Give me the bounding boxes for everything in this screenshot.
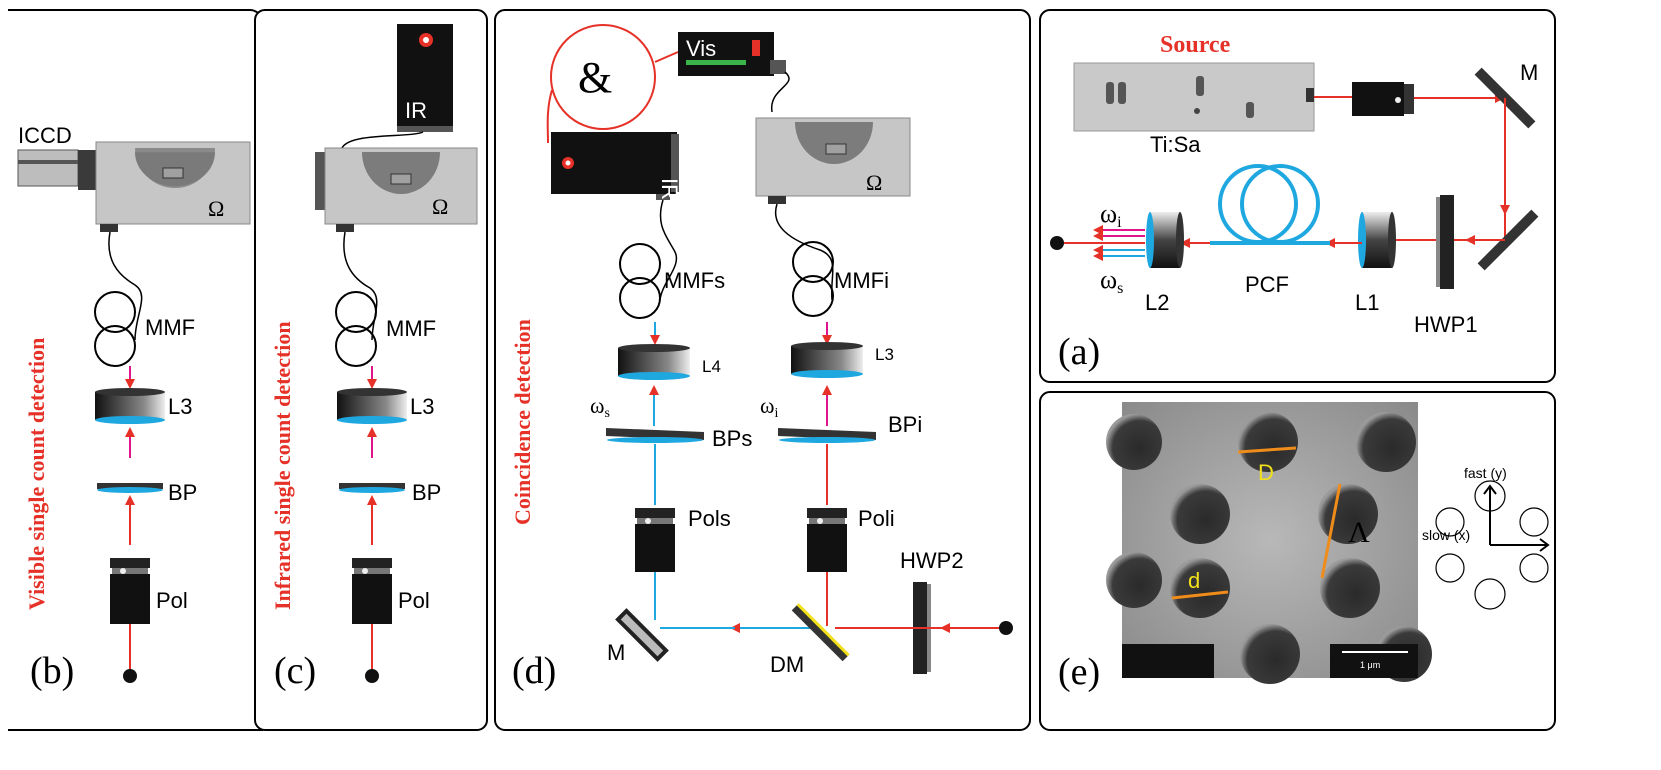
dichroic-mirror <box>791 603 850 662</box>
panel-e: D d Λ 1 μm fast (y) slow (x) (e) <box>1039 391 1556 731</box>
omega-label: Ω <box>432 194 448 219</box>
lens4-label: L4 <box>702 357 721 376</box>
mmfs-coil <box>619 243 661 319</box>
spectrometer <box>95 141 251 232</box>
pol-label: Pol <box>398 588 430 613</box>
panel-tag: (b) <box>30 650 74 692</box>
vis-counter <box>678 32 786 76</box>
ir-detector <box>397 24 453 132</box>
lens-l1 <box>1358 212 1396 268</box>
coincidence-circle <box>550 24 656 130</box>
ir-wire <box>341 131 424 149</box>
mirror-label: M <box>1520 60 1538 85</box>
panel-tag: (a) <box>1058 331 1100 373</box>
panel-d: & Vis IR Ω MMFs <box>494 9 1031 731</box>
panel-a: Source Ti:Sa M <box>1039 9 1556 383</box>
panel-tag: (e) <box>1058 651 1100 693</box>
hwp1-label: HWP1 <box>1414 312 1478 337</box>
polarizer <box>352 558 392 624</box>
label-lambda: Λ <box>1348 516 1370 549</box>
axes-schematic <box>1435 480 1550 610</box>
lens-l3 <box>95 388 165 424</box>
omega-s-label: ωs <box>1100 265 1123 297</box>
source-dot <box>365 669 379 683</box>
bpi-label: BPi <box>888 412 922 437</box>
ir-label: IR <box>405 98 427 123</box>
laser-label: Ti:Sa <box>1150 132 1201 157</box>
lens2-label: L2 <box>1145 290 1169 315</box>
lens-l2 <box>1146 212 1184 268</box>
fiber-label: MMF <box>386 316 436 341</box>
panel-b: ICCD Ω MMF L3 BP <box>8 9 263 731</box>
filter-label: BP <box>168 480 197 505</box>
fiber-label: MMF <box>145 315 195 340</box>
bpi-filter <box>778 428 876 443</box>
omega-label: Ω <box>866 170 882 195</box>
side-label: Visible single count detection <box>24 338 49 610</box>
omega-label: Ω <box>208 196 224 221</box>
polarizer <box>110 558 150 624</box>
dm-label: DM <box>770 652 804 677</box>
label-d: d <box>1188 568 1200 593</box>
panel-tag: (c) <box>274 650 316 692</box>
poli-label: Poli <box>858 506 895 531</box>
lens3-label: L3 <box>875 345 894 364</box>
mirror-label: M <box>607 640 625 665</box>
scale-label: 1 μm <box>1360 660 1380 670</box>
and-symbol: & <box>578 53 612 102</box>
source-title: Source <box>1160 32 1231 58</box>
panel-c: IR Ω MMF L3 BP <box>254 9 488 731</box>
slow-axis-label: slow (x) <box>1422 527 1470 543</box>
poli-polarizer <box>807 508 847 572</box>
ir-label: IR <box>657 178 682 200</box>
source-dot <box>999 621 1013 635</box>
vis-label: Vis <box>686 36 716 61</box>
mmf-coil <box>94 291 136 367</box>
mmfi-coil <box>792 241 834 317</box>
beam-dump <box>1050 236 1064 250</box>
pol-label: Pol <box>156 588 188 613</box>
hwp1 <box>1436 195 1454 289</box>
pcf-fiber <box>1210 164 1330 245</box>
label-D: D <box>1258 460 1274 485</box>
tisa-laser <box>1073 62 1315 132</box>
pcf-label: PCF <box>1245 272 1289 297</box>
detector-label: ICCD <box>18 123 72 148</box>
pols-polarizer <box>635 508 675 572</box>
mmf-coil <box>335 291 377 367</box>
lens-l3 <box>791 342 863 378</box>
side-label: Coincidence detection <box>510 319 535 525</box>
mirror-2 <box>1477 209 1539 271</box>
isolator <box>1352 82 1414 116</box>
spectrometer <box>755 117 911 204</box>
panel-tag: (d) <box>512 650 556 692</box>
bps-label: BPs <box>712 426 752 451</box>
icc-detector <box>17 149 98 190</box>
omega-i-label: ωi <box>760 393 778 421</box>
spectrometer <box>315 147 478 232</box>
mmfs-label: MMFs <box>664 268 725 293</box>
lens-l3 <box>337 388 407 424</box>
mirror-m <box>615 608 669 662</box>
lens-label: L3 <box>168 394 192 419</box>
source-dot <box>123 669 137 683</box>
fast-axis-label: fast (y) <box>1464 465 1507 481</box>
omega-i-label: ωi <box>1100 199 1122 231</box>
side-label: Infrared single count detection <box>270 321 295 610</box>
bp-filter <box>339 483 405 493</box>
pols-label: Pols <box>688 506 731 531</box>
sem-image <box>1106 402 1432 684</box>
mmfi-label: MMFi <box>834 268 889 293</box>
bps-filter <box>606 428 704 443</box>
hwp2-label: HWP2 <box>900 548 964 573</box>
fiber-wire <box>108 231 143 341</box>
ir-detector <box>551 132 679 200</box>
lens1-label: L1 <box>1355 290 1379 315</box>
omega-s-label: ωs <box>590 393 610 421</box>
filter-label: BP <box>412 480 441 505</box>
bp-filter <box>97 483 163 493</box>
lens-label: L3 <box>410 394 434 419</box>
lens-l4 <box>618 344 690 380</box>
